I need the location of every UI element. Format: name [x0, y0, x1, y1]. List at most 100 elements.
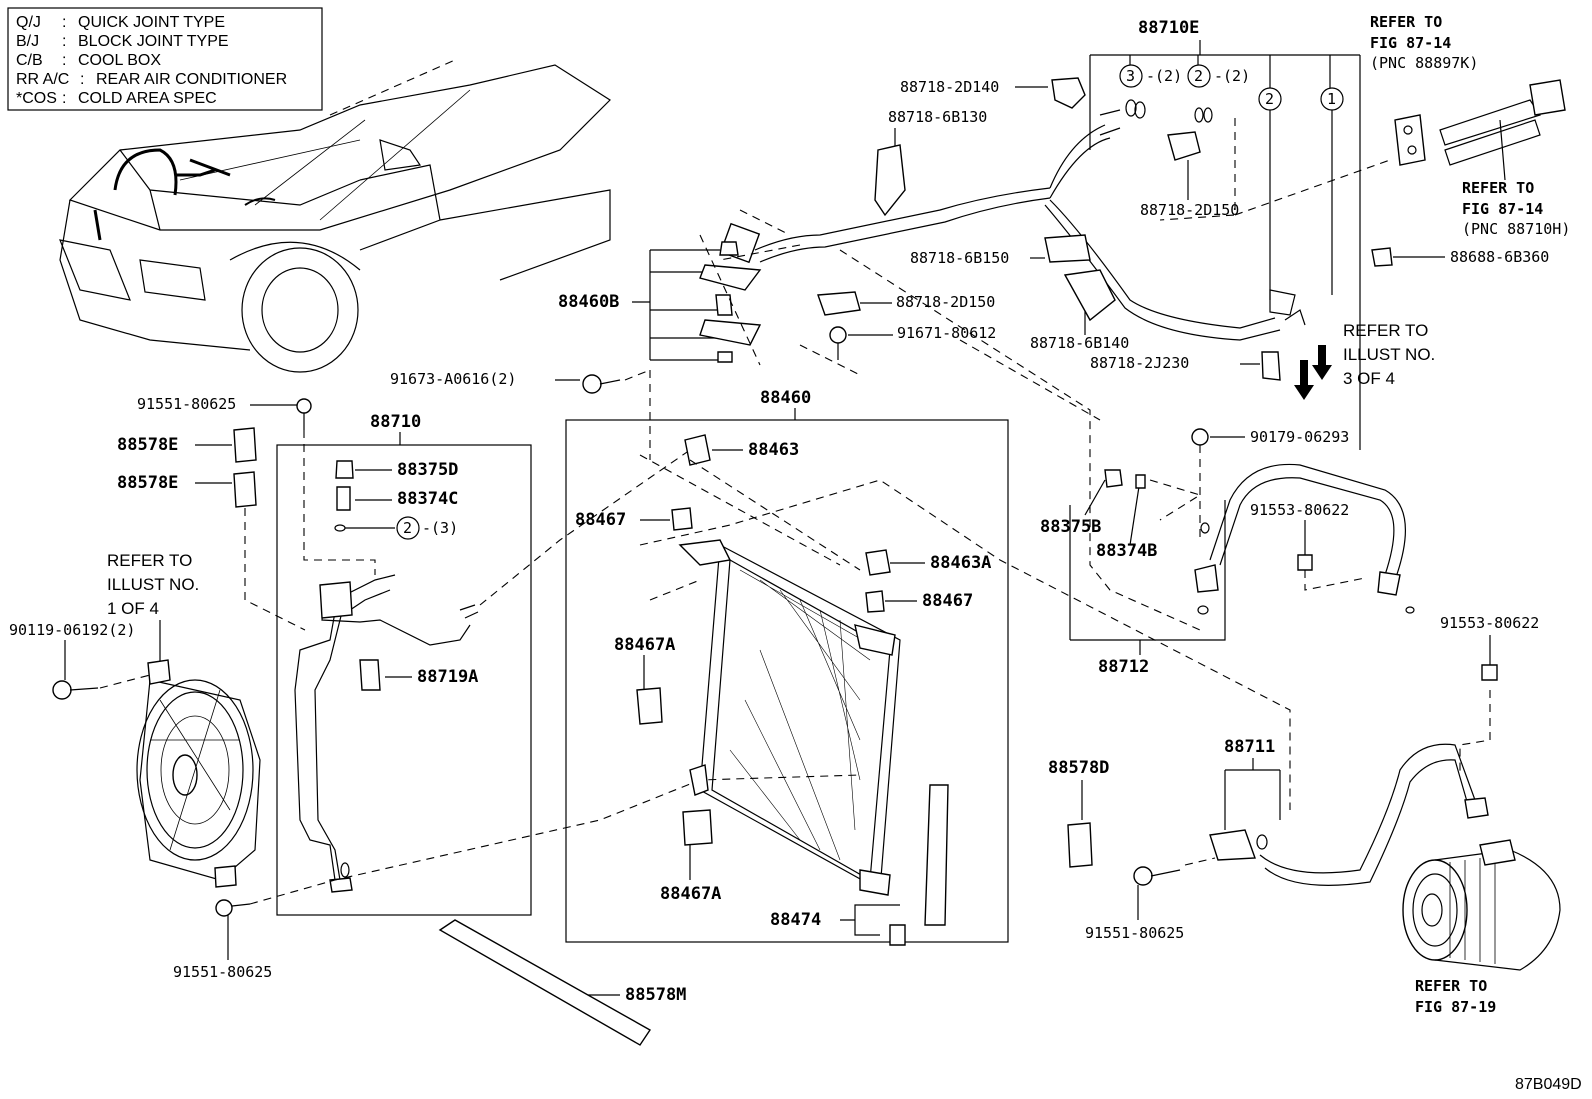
- svg-text:88710: 88710: [370, 412, 421, 432]
- ref-illust-3-of-4: REFER TO ILLUST NO. 3 OF 4: [1294, 321, 1435, 400]
- bracket-88711: 88711: [1224, 737, 1281, 830]
- legend-text-cb: COOL BOX: [78, 52, 161, 69]
- svg-text:91551-80625: 91551-80625: [173, 963, 272, 981]
- legend-key-cb: C/B: [16, 52, 43, 69]
- pad-88578E-2: 88578E: [117, 471, 306, 631]
- svg-text:3 OF 4: 3 OF 4: [1343, 369, 1395, 388]
- svg-text:91671-80612: 91671-80612: [897, 324, 996, 342]
- bracket-88710: 88710: [276, 412, 532, 916]
- bracket-88712: 88712: [1069, 500, 1226, 677]
- svg-text:-(2): -(2): [1146, 67, 1182, 85]
- svg-text:-(2): -(2): [1214, 67, 1250, 85]
- svg-text::: :: [62, 90, 66, 107]
- bolt-90119-06192: 90119-06192(2): [9, 621, 151, 700]
- svg-text::: :: [62, 14, 66, 31]
- clip-88718-6B130: 88718-6B130: [874, 108, 987, 217]
- pad-88578D: 88578D: [1048, 758, 1109, 868]
- seal-88578M: 88578M: [438, 919, 686, 1046]
- svg-text:88460B: 88460B: [558, 292, 619, 312]
- bracket-88463A: 88463A: [865, 549, 991, 576]
- bracket-88460B: 88460B: [558, 209, 791, 366]
- svg-text:REFER TO: REFER TO: [1462, 179, 1534, 197]
- callout-circle-2a: 2 -(2): [1187, 64, 1250, 88]
- bracket-88463: 88463: [639, 434, 861, 571]
- svg-text:2: 2: [403, 519, 412, 537]
- svg-text:90179-06293: 90179-06293: [1250, 428, 1349, 446]
- svg-text:88712: 88712: [1098, 657, 1149, 677]
- svg-text:88688-6B360: 88688-6B360: [1450, 248, 1549, 266]
- legend-text-bj: BLOCK JOINT TYPE: [78, 33, 229, 50]
- clip-88718-2D150-mid: 88718-2D150: [817, 291, 995, 316]
- callout-circle-1: 1: [1320, 87, 1344, 111]
- svg-text:FIG 87-14: FIG 87-14: [1370, 34, 1451, 52]
- svg-text:91673-A0616(2): 91673-A0616(2): [390, 370, 516, 388]
- legend-text-rrac: REAR AIR CONDITIONER: [96, 71, 287, 88]
- legend-key-cos: *COS: [16, 90, 57, 107]
- svg-text:FIG 87-19: FIG 87-19: [1415, 998, 1496, 1016]
- svg-text:88578D: 88578D: [1048, 758, 1109, 778]
- svg-text::: :: [62, 33, 66, 50]
- svg-text:1 OF 4: 1 OF 4: [107, 599, 159, 618]
- clip-88718-6B140: 88718-6B140: [1030, 269, 1129, 352]
- condenser-88460: 88460: [565, 388, 1009, 943]
- svg-text:90119-06192(2): 90119-06192(2): [9, 621, 135, 639]
- callout-circle-2b: 2: [1258, 87, 1282, 111]
- svg-text:REFER TO: REFER TO: [1370, 13, 1442, 31]
- bracket-88467A-1: 88467A: [614, 635, 675, 725]
- receiver-88474: 88474: [770, 784, 949, 946]
- diagram-code: 87B049D: [1515, 1076, 1582, 1093]
- svg-text:88718-6B150: 88718-6B150: [910, 249, 1009, 267]
- svg-text:91551-80625: 91551-80625: [1085, 924, 1184, 942]
- bolt-91673-A0616: 91673-A0616(2): [390, 369, 651, 460]
- cushion-88467-1: 88467: [575, 479, 1291, 810]
- bolt-91553-80622-1: 91553-80622: [1250, 501, 1366, 591]
- svg-text:88718-6B130: 88718-6B130: [888, 108, 987, 126]
- svg-text:88463: 88463: [748, 440, 799, 460]
- svg-text:91553-80622: 91553-80622: [1440, 614, 1539, 632]
- svg-text:88718-6B140: 88718-6B140: [1030, 334, 1129, 352]
- svg-text:88474: 88474: [770, 910, 821, 930]
- svg-text:91553-80622: 91553-80622: [1250, 501, 1349, 519]
- legend-text-qj: QUICK JOINT TYPE: [78, 14, 225, 31]
- legend-key-rrac: RR A/C: [16, 71, 69, 88]
- svg-text::: :: [62, 52, 66, 69]
- fan-assembly: REFER TO ILLUST NO. 1 OF 4: [107, 551, 261, 888]
- nut-90179-06293: 90179-06293: [1191, 428, 1349, 540]
- svg-text:2: 2: [1265, 90, 1274, 108]
- valve-core-88374B: 88374B: [1096, 474, 1202, 561]
- ref-fig-87-14-pnc-88897k: REFER TO FIG 87-14 (PNC 88897K): [1370, 13, 1478, 166]
- bolt-88688-6B360: 88688-6B360: [1371, 247, 1549, 267]
- svg-text:REFER TO: REFER TO: [1415, 977, 1487, 995]
- svg-text:88374C: 88374C: [397, 489, 458, 509]
- svg-text:88578E: 88578E: [117, 435, 178, 455]
- suction-hose: [1194, 463, 1406, 615]
- svg-text:88711: 88711: [1224, 737, 1275, 757]
- valve-cap-88375B: 88375B: [1040, 469, 1123, 537]
- pad-88578E-1: 88578E: [117, 427, 257, 463]
- discharge-hose-88711: [1184, 743, 1489, 886]
- svg-text:ILLUST NO.: ILLUST NO.: [1343, 345, 1435, 364]
- vehicle-illustration: [59, 59, 611, 373]
- clip-88718-2D150-top: 88718-2D150: [1140, 131, 1239, 219]
- svg-text:REFER TO: REFER TO: [1343, 321, 1428, 340]
- bolt-91551-80625-bl: 91551-80625: [173, 774, 861, 981]
- svg-text:88375B: 88375B: [1040, 517, 1101, 537]
- svg-text:88467: 88467: [575, 510, 626, 530]
- ref-fig-87-14-pnc-88710h: REFER TO FIG 87-14 (PNC 88710H): [1439, 79, 1570, 238]
- svg-text::: :: [80, 71, 84, 88]
- compressor: REFER TO FIG 87-19: [1402, 839, 1561, 1016]
- bolt-91671-80612: 91671-80612: [799, 324, 1101, 421]
- svg-text:88467A: 88467A: [660, 884, 721, 904]
- bolt-91551-80625-br: 91551-80625: [1085, 866, 1184, 942]
- svg-text:88718-2J230: 88718-2J230: [1090, 354, 1189, 372]
- pressure-switch-88719A: 88719A: [359, 659, 478, 691]
- svg-text:(PNC 88897K): (PNC 88897K): [1370, 54, 1478, 72]
- svg-text:FIG 87-14: FIG 87-14: [1462, 200, 1543, 218]
- svg-text:3: 3: [1126, 67, 1135, 85]
- svg-text:REFER TO: REFER TO: [107, 551, 192, 570]
- svg-text:1: 1: [1327, 90, 1336, 108]
- valve-cap-88375D: 88375D: [335, 460, 458, 480]
- callout-circle-2c: 2 -(3): [334, 516, 458, 540]
- liquid-tube-88710: [294, 449, 691, 893]
- svg-text:88460: 88460: [760, 388, 811, 408]
